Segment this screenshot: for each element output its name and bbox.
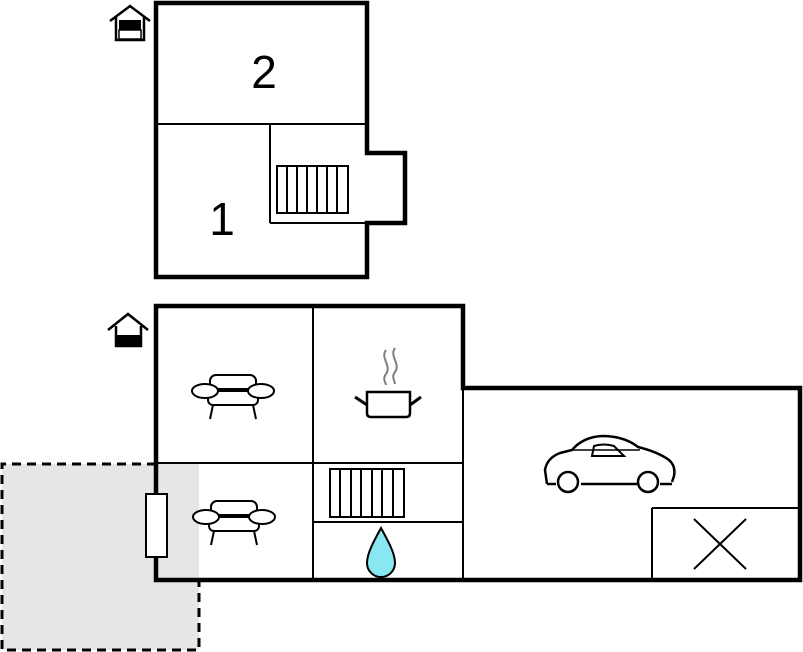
cross-icon [693,518,747,570]
upper-floor: 2 1 [109,0,408,280]
stairs-icon [276,165,349,214]
ground-floor-outer-wall [153,303,803,583]
door-icon [145,493,168,558]
car-icon [543,434,676,494]
ground-floor [107,303,803,583]
sofa-icon [191,374,275,420]
house-upper-floor-icon [109,4,151,42]
house-ground-floor-icon [107,312,149,348]
upper-floor-outer-wall [153,0,408,280]
terrace [0,462,201,652]
room-label-1: 1 [209,193,235,245]
stairs-icon [329,468,405,518]
sofa-icon [192,500,276,546]
water-drop-icon [365,525,397,578]
room-label-2: 2 [251,46,277,98]
cooking-pot-icon [354,347,422,419]
